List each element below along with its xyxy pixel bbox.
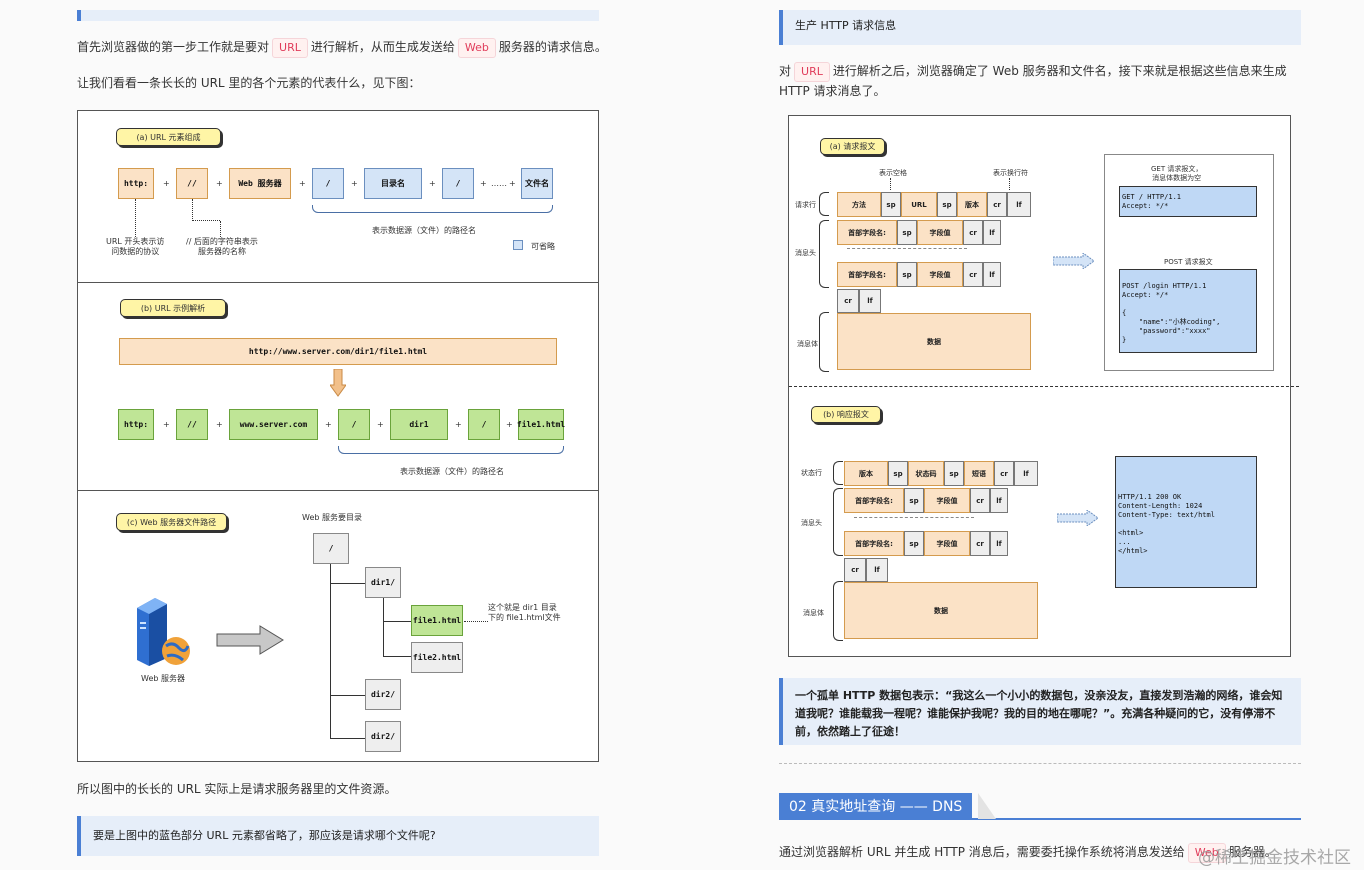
right-header-quote: 生产 HTTP 请求信息: [779, 10, 1301, 45]
url-box-file: 文件名: [521, 168, 553, 199]
post-code: POST /login HTTP/1.1 Accept: */* { "name…: [1119, 269, 1257, 353]
section-heading-bar: [779, 818, 1301, 820]
path-note-a: 表示数据源（文件）的路径名: [372, 226, 476, 235]
ex-box-server: www.server.com: [229, 409, 318, 440]
right-arrow: [216, 625, 284, 655]
tree-file2: file2.html: [411, 642, 463, 673]
ex-box-slash1: /: [338, 409, 370, 440]
legend-optional: 可省略: [531, 242, 555, 251]
inline-code-url: URL: [272, 38, 308, 58]
url-box-slash1: /: [312, 168, 344, 199]
path-brace-b: [338, 446, 564, 454]
file1-note: 这个就是 dir1 目录 下的 file1.html文件: [488, 603, 561, 622]
tree-dir1: dir1/: [365, 567, 401, 598]
tree-file1: file1.html: [411, 605, 463, 636]
url-box-slashes: //: [176, 168, 208, 199]
fig-a-title: (a) URL 元素组成: [116, 128, 221, 146]
server-icon: [133, 596, 193, 668]
tree-dir2a: dir2/: [365, 679, 401, 710]
req-body: 数据: [837, 313, 1031, 370]
path-brace-a: [312, 205, 553, 213]
get-code: GET / HTTP/1.1 Accept: */*: [1119, 186, 1257, 217]
down-arrow: [329, 368, 347, 397]
ex-box-dir1: dir1: [390, 409, 448, 440]
legend-optional-swatch: [513, 240, 523, 250]
resp-code: HTTP/1.1 200 OK Content-Length: 1024 Con…: [1115, 456, 1257, 588]
ex-box-slashes: //: [176, 409, 208, 440]
section-divider: [779, 763, 1301, 764]
url-box-server: Web 服务器: [229, 168, 291, 199]
web-root-label: Web 服务要目录: [302, 513, 362, 522]
fig-c-title: (c) Web 服务器文件路径: [116, 513, 227, 531]
tree-root: /: [313, 533, 349, 564]
req-arrow: [1052, 252, 1095, 270]
watermark: @稀土掘金技术社区: [1198, 848, 1351, 868]
server-label: Web 服务器: [141, 674, 185, 683]
req-title: (a) 请求报文: [820, 138, 885, 155]
note-server-name: // 后面的字符串表示 服务器的名称: [186, 237, 258, 256]
example-url-bar: http://www.server.com/dir1/file1.html: [119, 338, 557, 365]
url-box-dir: 目录名: [364, 168, 422, 199]
section-heading: 02 真实地址查询 —— DNS: [779, 793, 973, 819]
paragraph-url-elements: 让我们看看一条长长的 URL 里的各个元素的代表什么，见下图：: [77, 76, 421, 90]
url-figure: (a) URL 元素组成 http: + // + Web 服务器 + / + …: [77, 110, 599, 762]
path-note-b: 表示数据源（文件）的路径名: [400, 467, 504, 476]
inline-code-url-right: URL: [794, 62, 830, 82]
top-quote-bar: [77, 10, 599, 21]
url-box-slash2: /: [442, 168, 474, 199]
note-protocol: URL 开头表示访 问数据的协议: [106, 237, 165, 256]
inline-code-web-right: Web: [1187, 843, 1226, 863]
resp-arrow: [1056, 509, 1099, 527]
ex-box-http: http:: [118, 409, 154, 440]
paragraph-file-resource: 所以图中的长长的 URL 实际上是请求服务器里的文件资源。: [77, 782, 397, 796]
inline-code-web: Web: [457, 38, 496, 58]
resp-title: (b) 响应报文: [811, 406, 881, 423]
ex-box-slash2: /: [468, 409, 500, 440]
tree-dir2b: dir2/: [365, 721, 401, 752]
left-quote: 要是上图中的蓝色部分 URL 元素都省略了，那应该是请求哪个文件呢?: [77, 816, 599, 856]
right-quote: 一个孤单 HTTP 数据包表示：“我这么一个小小的数据包，没亲没友，直接发到浩瀚…: [779, 678, 1301, 745]
http-figure: (a) 请求报文 表示空格 表示换行符 请求行 消息头 消息体 方法 sp UR…: [788, 115, 1299, 657]
fig-b-title: (b) URL 示例解析: [120, 299, 226, 317]
ex-box-file: file1.html: [517, 409, 565, 440]
url-box-http: http:: [118, 168, 154, 199]
resp-body: 数据: [844, 582, 1038, 639]
